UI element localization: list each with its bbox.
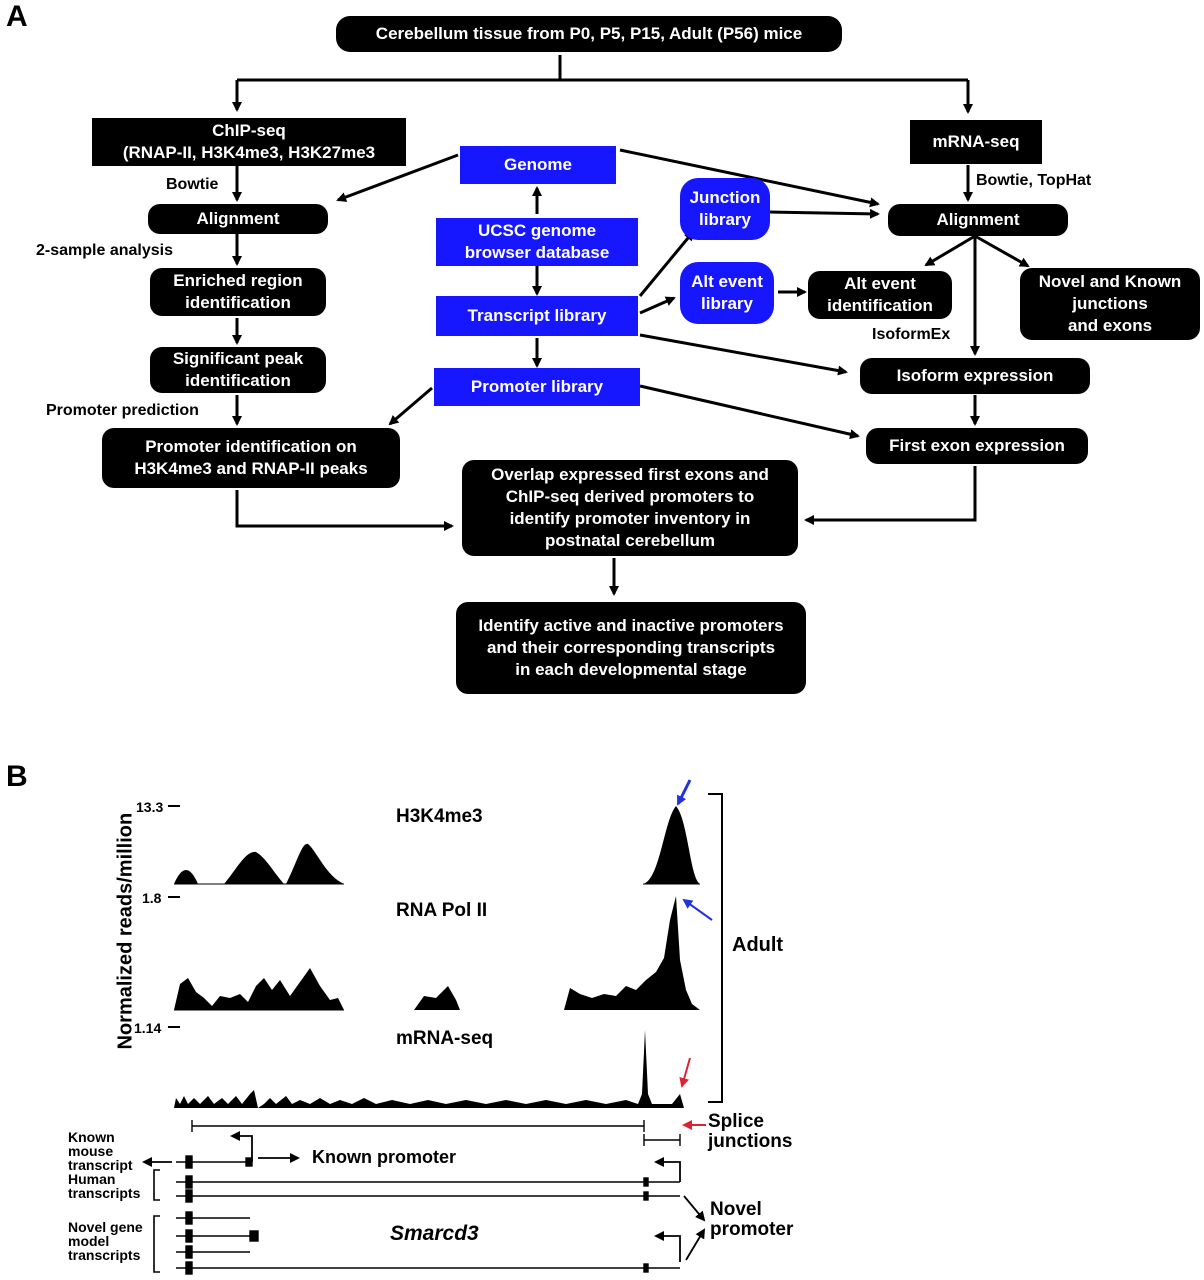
track-name-rnapol2: RNA Pol II	[396, 900, 488, 921]
track-name-mrnaseq: mRNA-seq	[396, 1028, 494, 1049]
node-chipseq: ChIP-seq (RNAP-II, H3K4me3, H3K27me3	[92, 118, 406, 166]
label-human-transcripts: Human transcripts	[68, 1171, 141, 1201]
node-alignment-right: Alignment	[888, 204, 1068, 236]
label-splice-junctions: Splice junctions	[708, 1111, 793, 1152]
node-promoter-identification: Promoter identification on H3K4me3 and R…	[102, 428, 400, 488]
node-mrnaseq: mRNA-seq	[910, 120, 1042, 164]
rnapol2-signal-2	[414, 986, 460, 1010]
rnapol2-signal-1	[174, 968, 344, 1010]
node-isoform-expression: Isoform expression	[860, 358, 1090, 394]
panel-b-letter: B	[6, 760, 28, 793]
track-max-rnapol2: 1.8	[142, 890, 162, 906]
h3k4me3-peak-4	[643, 806, 700, 884]
label-known-mouse-transcript: Known mouse transcript	[68, 1129, 133, 1173]
node-genome: Genome	[460, 146, 616, 184]
transcript-models	[176, 1155, 680, 1275]
label-novel-gene-model: Novel gene model transcripts	[68, 1219, 143, 1263]
node-first-exon-expression: First exon expression	[866, 428, 1088, 464]
track-name-h3k4me3: H3K4me3	[396, 806, 483, 827]
h3k4me3-peak-1	[174, 870, 198, 884]
node-overlap: Overlap expressed first exons and ChIP-s…	[462, 460, 798, 556]
label-promoter-prediction: Promoter prediction	[46, 402, 199, 419]
label-novel-promoter: Novel promoter	[710, 1199, 794, 1240]
splice-junction-lines	[191, 1120, 681, 1146]
panel-a-letter: A	[6, 0, 28, 33]
track-max-h3k4me3: 13.3	[136, 799, 164, 815]
node-alignment-left: Alignment	[148, 204, 328, 234]
label-isoformex: IsoformEx	[872, 326, 951, 343]
stage-adult: Adult	[732, 934, 784, 956]
label-known-promoter: Known promoter	[312, 1147, 456, 1167]
label-bowtie-right: Bowtie, TopHat	[976, 172, 1092, 189]
node-transcript-library: Transcript library	[436, 296, 638, 336]
label-bowtie-left: Bowtie	[166, 176, 219, 193]
node-alt-event-identification: Alt event identification	[808, 271, 952, 319]
node-novel-known-junctions: Novel and Known junctions and exons	[1020, 268, 1200, 340]
rnapol2-signal-3	[564, 896, 700, 1010]
node-cerebellum-tissue: Cerebellum tissue from P0, P5, P15, Adul…	[336, 16, 842, 52]
node-significant-peak: Significant peak identification	[150, 347, 326, 393]
node-alt-event-library: Alt event library	[680, 262, 774, 324]
node-ucsc-database: UCSC genome browser database	[436, 218, 638, 266]
panel-b-tracks	[142, 779, 723, 1275]
h3k4me3-peak-3	[286, 843, 344, 884]
gene-name: Smarcd3	[390, 1222, 479, 1245]
h3k4me3-peak-2	[224, 851, 284, 884]
node-identify-promoters: Identify active and inactive promoters a…	[456, 602, 806, 694]
node-junction-library: Junction library	[680, 178, 770, 240]
label-two-sample: 2-sample analysis	[36, 242, 173, 259]
node-promoter-library: Promoter library	[434, 368, 640, 406]
track-max-mrnaseq: 1.14	[134, 1020, 162, 1036]
node-enriched-region: Enriched region identification	[150, 268, 326, 316]
